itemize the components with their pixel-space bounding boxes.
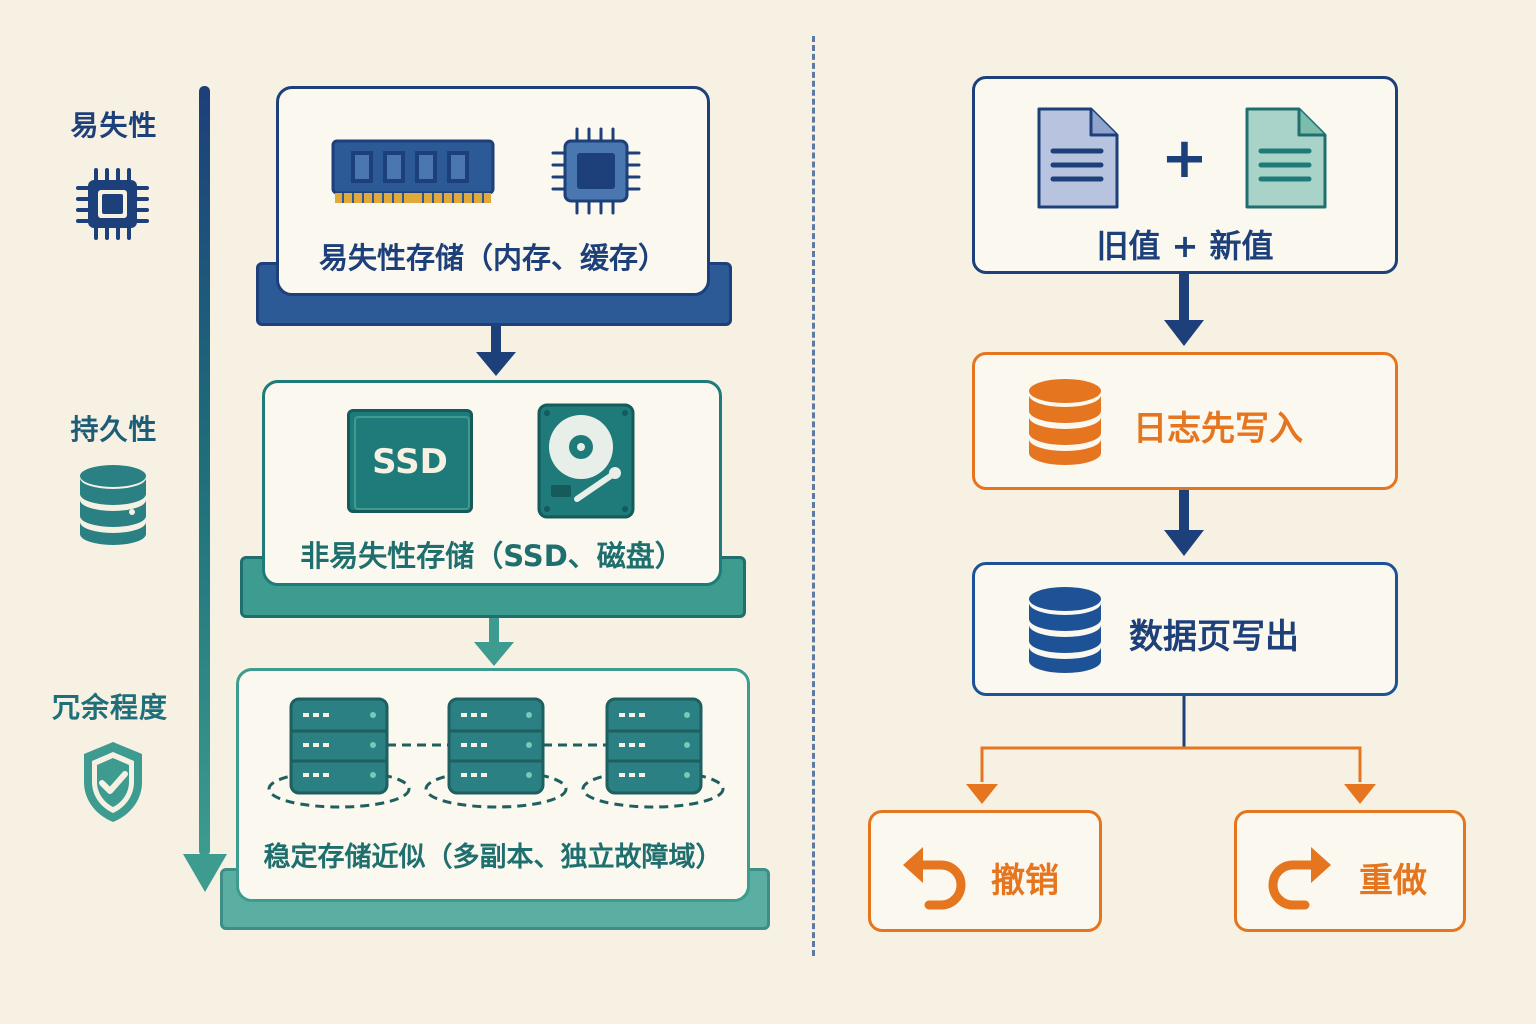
shield-check-icon	[84, 742, 142, 822]
undo-box[interactable]: 撤销	[868, 810, 1102, 932]
down-arrow-1	[476, 326, 516, 376]
wal-box: 日志先写入	[972, 352, 1398, 490]
nonvolatile-storage-caption: 非易失性存储（SSD、磁盘）	[300, 539, 684, 573]
server-icon	[289, 697, 389, 795]
volatility-label: 易失性	[70, 109, 158, 142]
stable-storage-caption: 稳定存储近似（多副本、独立故障域）	[263, 842, 723, 873]
ssd-label: SSD	[372, 442, 448, 482]
redo-label: 重做	[1359, 861, 1427, 901]
hard-disk-icon	[537, 403, 635, 519]
server-icon	[447, 697, 545, 795]
wal-label: 日志先写入	[1133, 409, 1303, 449]
database-icon	[80, 465, 146, 545]
down-arrow-3	[1164, 274, 1204, 346]
durability-label: 持久性	[70, 413, 158, 446]
ssd-icon: SSD	[347, 409, 473, 513]
database-icon	[1029, 379, 1101, 465]
undo-arrow-icon	[903, 847, 966, 910]
redundancy-label: 冗余程度	[51, 691, 168, 724]
database-icon	[1029, 587, 1101, 673]
cpu-chip-icon	[551, 127, 641, 215]
page-write-box: 数据页写出	[972, 562, 1398, 696]
branch-connector	[966, 696, 1376, 804]
values-label: 旧值 + 新值	[1096, 227, 1274, 265]
undo-label: 撤销	[991, 861, 1059, 901]
plus-icon: +	[1161, 126, 1208, 191]
volatile-storage-card: 易失性存储（内存、缓存）	[276, 86, 710, 296]
server-icon	[605, 697, 703, 795]
nonvolatile-storage-card: SSD 非易失性存储（SSD、磁盘）	[262, 380, 722, 586]
volatile-storage-caption: 易失性存储（内存、缓存）	[318, 241, 667, 275]
redo-box[interactable]: 重做	[1234, 810, 1466, 932]
down-arrow-2	[474, 618, 514, 666]
cpu-chip-icon	[76, 168, 149, 240]
document-icon	[1037, 107, 1119, 209]
stable-storage-card: 稳定存储近似（多副本、独立故障域）	[236, 668, 750, 902]
server-cluster	[267, 697, 725, 809]
ram-module-icon	[331, 139, 495, 203]
document-icon	[1245, 107, 1327, 209]
redo-arrow-icon	[1268, 847, 1331, 910]
down-arrow-4	[1164, 490, 1204, 556]
values-box: + 旧值 + 新值	[972, 76, 1398, 274]
volatility-to-durability-arrow	[183, 86, 227, 892]
section-divider	[812, 36, 815, 956]
page-write-label: 数据页写出	[1129, 617, 1299, 657]
